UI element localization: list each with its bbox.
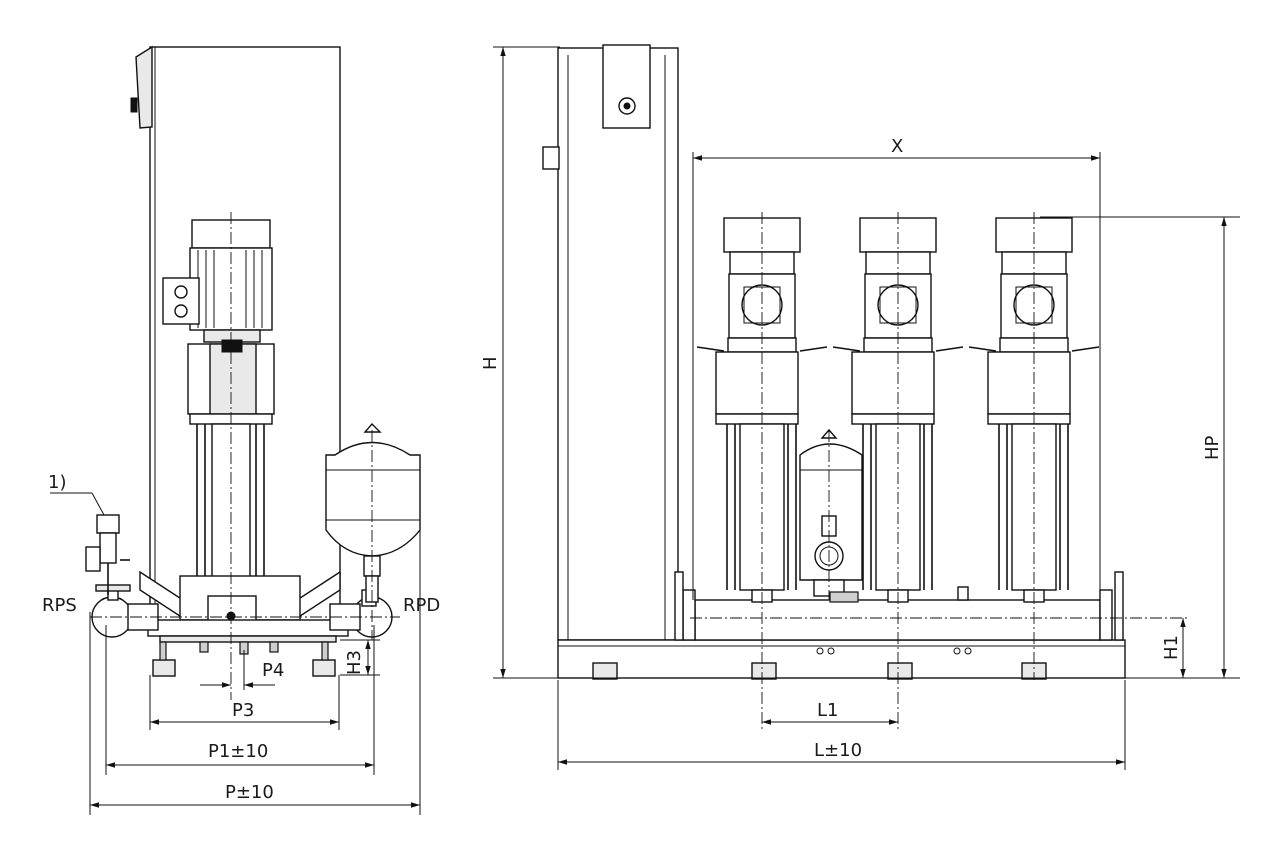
side-view [50, 45, 421, 815]
pressure-switch [85, 514, 130, 595]
label-p: P±10 [225, 782, 274, 803]
membrane-tank-front [799, 428, 863, 603]
control-cabinet-front [557, 47, 679, 641]
label-p4: P4 [262, 660, 284, 681]
label-note-1: 1) [48, 472, 66, 493]
label-hp: HP [1202, 435, 1223, 460]
label-h: H [480, 356, 501, 370]
label-h1: H1 [1161, 635, 1182, 660]
manifold-front [674, 571, 1124, 641]
front-view [493, 44, 1240, 770]
label-p1: P1±10 [208, 741, 268, 762]
label-h3: H3 [344, 650, 365, 675]
label-rpd: RPD [403, 595, 440, 616]
label-x: X [891, 136, 903, 157]
membrane-tank [325, 422, 421, 603]
label-rps: RPS [42, 595, 77, 616]
label-l1: L1 [817, 700, 838, 721]
base-frame-side [139, 570, 349, 677]
door-handle [542, 146, 560, 170]
base-frame-front [557, 639, 1126, 680]
cabinet-door [135, 45, 153, 129]
label-p3: P3 [232, 700, 254, 721]
label-l: L±10 [814, 740, 862, 761]
